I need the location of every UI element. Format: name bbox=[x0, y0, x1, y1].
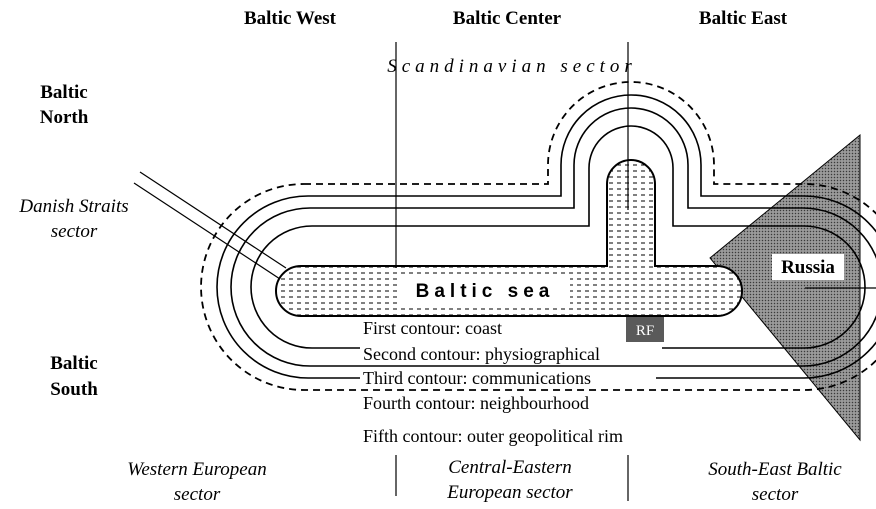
third-contour-communications bbox=[230, 107, 876, 367]
contour-label-third: Third contour: communications bbox=[363, 368, 591, 388]
contour-label-second: Second contour: physiographical bbox=[363, 344, 600, 364]
contour-label-bg-4 bbox=[360, 393, 652, 414]
western-european-sector-line1: Western European bbox=[127, 459, 267, 480]
danish-straits-line-lower bbox=[133, 182, 281, 280]
fourth-contour-neighbourhood bbox=[216, 94, 876, 379]
russia-label-box bbox=[772, 254, 844, 280]
contour-label-fifth: Fifth contour: outer geopolitical rim bbox=[363, 426, 623, 446]
central-eastern-sector-line2: European sector bbox=[446, 482, 573, 503]
russia-label: Russia bbox=[781, 257, 835, 278]
contour-label-first: First contour: coast bbox=[363, 318, 502, 338]
south-east-baltic-sector-line2: sector bbox=[752, 484, 799, 505]
contour-label-fourth: Fourth contour: neighbourhood bbox=[363, 393, 589, 413]
central-eastern-sector-line1: Central-Eastern bbox=[448, 457, 572, 478]
baltic-sea-label-box bbox=[400, 276, 570, 304]
baltic-center-label: Baltic Center bbox=[453, 8, 562, 29]
baltic-south-label-line1: Baltic bbox=[50, 353, 98, 374]
danish-straits-line-upper bbox=[139, 171, 287, 269]
baltic-north-label-line1: Baltic bbox=[40, 82, 88, 103]
baltic-west-label: Baltic West bbox=[244, 8, 337, 29]
danish-straits-label-line1: Danish Straits bbox=[18, 196, 128, 217]
rf-box bbox=[626, 317, 664, 342]
baltic-sea-shape bbox=[275, 159, 743, 317]
south-east-baltic-sector-line1: South-East Baltic bbox=[708, 459, 842, 480]
baltic-sea-label: Baltic sea bbox=[416, 281, 555, 302]
contour-label-bg-2 bbox=[360, 344, 662, 365]
contour-label-bg-3 bbox=[360, 368, 656, 388]
baltic-south-label-line2: South bbox=[50, 379, 98, 400]
baltic-north-label-line2: North bbox=[40, 107, 89, 128]
western-european-sector-line2: sector bbox=[174, 484, 221, 505]
danish-straits-label-line2: sector bbox=[51, 221, 98, 242]
second-contour-physiographical bbox=[250, 125, 866, 349]
baltic-east-label: Baltic East bbox=[699, 8, 788, 29]
scandinavian-sector-label: Scandinavian sector bbox=[387, 56, 637, 77]
rf-label: RF bbox=[636, 323, 654, 339]
